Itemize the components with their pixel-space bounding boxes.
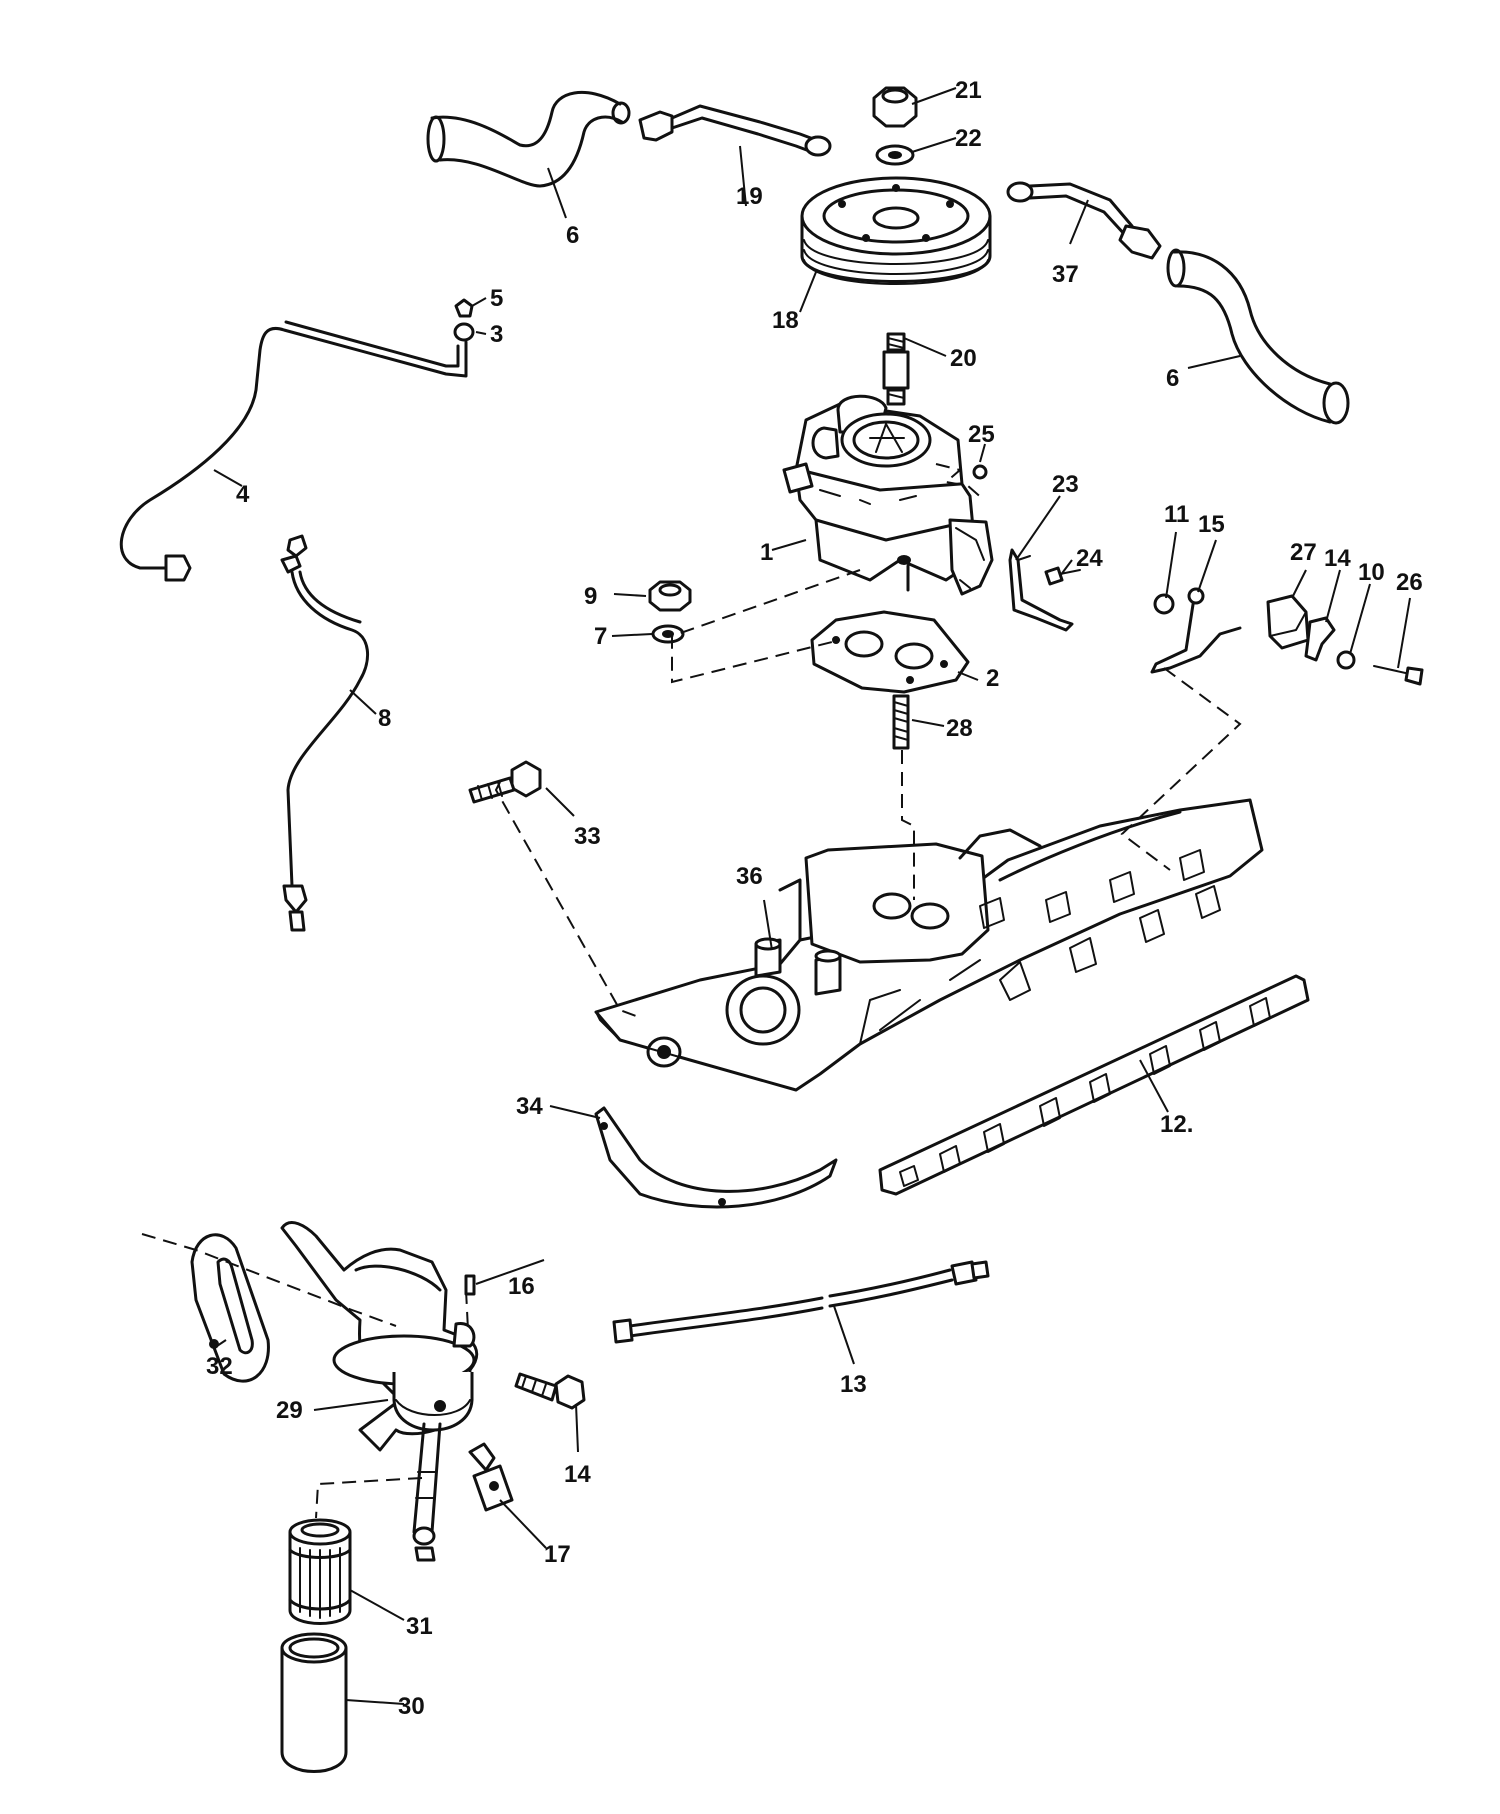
callout-27: 26 [1396, 569, 1423, 596]
part-9-nut [1153, 593, 1175, 615]
part-30-fuel-pump [280, 1221, 479, 1562]
callout-23: 22 [955, 125, 982, 152]
callout-18: 17 [544, 1541, 571, 1568]
callout-6-right: 6 [1166, 365, 1179, 392]
part-10-nut [648, 580, 692, 612]
part-4-fuel-line [119, 320, 468, 582]
callout-31: 30 [398, 1693, 425, 1720]
callout-6-left: 6 [566, 222, 579, 249]
callout-5: 5 [490, 285, 503, 312]
callout-22: 21 [955, 77, 982, 104]
part-17-pin [464, 1274, 476, 1296]
part-16-lever [1150, 587, 1242, 674]
callout-33: 32 [206, 1353, 233, 1380]
callout-11: 10 [1358, 559, 1385, 586]
part-26-screw [972, 464, 988, 480]
callout-9: 11 [1164, 501, 1189, 528]
callout-34: 33 [574, 823, 601, 850]
part-12-manifold-gasket [878, 974, 1310, 1196]
callout-24: 23 [1052, 471, 1079, 498]
callout-3: 3 [490, 321, 503, 348]
callout-21: 20 [950, 345, 977, 372]
part-37-strap-clamp [1006, 181, 1162, 260]
callout-16: 15 [1198, 511, 1225, 538]
part-34-bolt [468, 760, 542, 804]
part-2-carburetor-gasket [810, 610, 970, 694]
part-6-hose-right [1166, 248, 1350, 425]
callout-labels: 21 22 19 6 18 37 6 5 3 20 25 4 23 11 15 … [206, 77, 1423, 1720]
callout-10: 9 [584, 583, 597, 610]
part-25-screw [1044, 566, 1081, 586]
part-24-bracket [1008, 548, 1074, 632]
leader-lines [213, 87, 1411, 1705]
part-22-nut [872, 86, 918, 128]
part-27-screw [1373, 665, 1424, 686]
part-14-bolt [514, 1372, 586, 1410]
callout-14: 14 [564, 1461, 591, 1488]
part-21-stud [882, 332, 910, 406]
part-31-filter-bowl [280, 1632, 348, 1773]
part-8-fuel-line [280, 534, 370, 932]
callout-7: 7 [594, 623, 607, 650]
part-1-carburetor [782, 394, 994, 596]
part-32-filter-element [288, 1518, 352, 1625]
callout-8: 8 [378, 705, 391, 732]
part-36-intake-manifold [594, 798, 1264, 1092]
part-19-flame-arrestor [800, 176, 992, 285]
callout-13: 13 [840, 1371, 867, 1398]
callout-28: 27 [1290, 539, 1317, 566]
part-13-fuel-line [612, 1260, 990, 1344]
part-33-pump-gasket [190, 1233, 270, 1383]
callout-4: 4 [236, 481, 250, 508]
part-29-stud [892, 694, 910, 750]
callout-15: 14 [1324, 545, 1351, 572]
callout-37: 37 [1052, 261, 1079, 288]
callout-29: 28 [946, 715, 973, 742]
callout-32: 31 [406, 1613, 433, 1640]
assembly-lines [141, 463, 1242, 1519]
part-18-fitting [468, 1442, 514, 1512]
callout-17: 16 [508, 1273, 535, 1300]
callout-2: 2 [986, 665, 999, 692]
callout-36: 36 [736, 863, 763, 890]
callout-1: 1 [760, 539, 773, 566]
part-20-strap-clamp [638, 104, 832, 157]
part-6-hose-left [426, 90, 631, 188]
part-15-swivel [1304, 616, 1336, 662]
callout-30: 29 [276, 1397, 303, 1424]
part-3-fitting [453, 322, 475, 342]
callout-26: 25 [968, 421, 995, 448]
part-35-baffle [594, 1106, 838, 1209]
part-7-washer [651, 624, 685, 644]
callout-25: 24 [1076, 545, 1103, 572]
part-28-clamp-block [1266, 594, 1310, 650]
part-5-fitting [454, 298, 474, 318]
callout-35: 34 [516, 1093, 543, 1120]
part-23-washer [875, 144, 915, 166]
callout-20: 19 [736, 183, 763, 210]
callout-19: 18 [772, 307, 799, 334]
callout-12: 12. [1160, 1111, 1193, 1138]
part-11-nut [1336, 650, 1356, 670]
